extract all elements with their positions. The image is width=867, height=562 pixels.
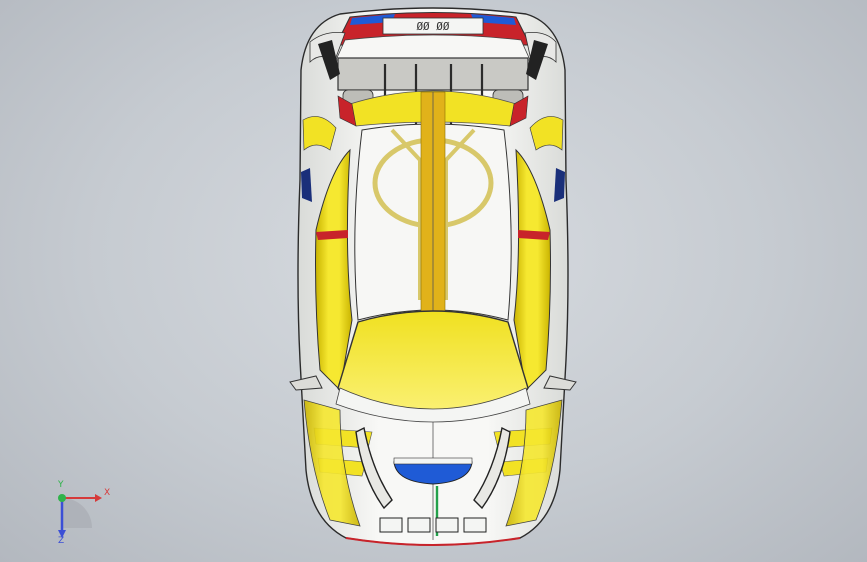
rear-plate-text: ØØ ØØ [416,20,449,33]
x-axis-label: X [104,488,111,498]
right-side-yellow [513,148,551,392]
hood-blue-panel [393,461,473,485]
left-side-yellow [315,148,353,392]
rear-wing [337,57,529,91]
y-axis-dot [58,494,66,502]
hood-vent-left [355,426,393,510]
left-mirror [289,375,323,391]
rear-window [335,34,531,61]
y-axis-label: Y [58,480,64,490]
rear-plate [382,17,484,35]
orientation-triad: X Y Z [40,478,120,548]
right-mirror [543,375,577,391]
hood-vent-right [473,426,511,510]
z-axis-label: Z [58,536,65,546]
